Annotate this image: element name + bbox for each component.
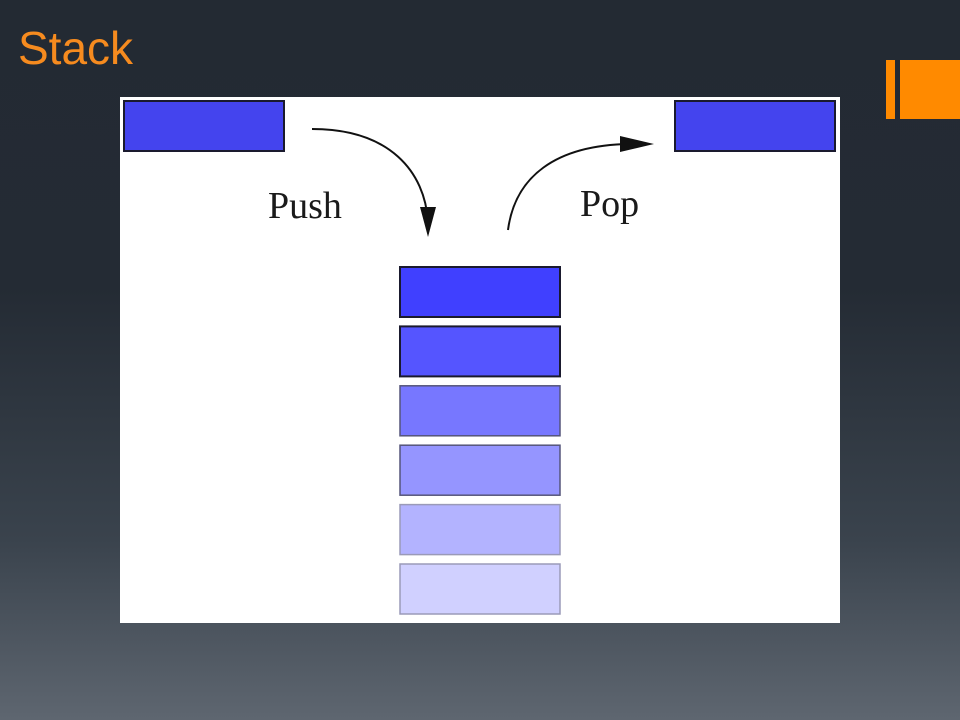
stack-element: [399, 325, 561, 378]
accent-block: [900, 60, 960, 119]
push-arrowhead: [420, 207, 436, 237]
stack-element: [399, 563, 561, 615]
stack-top-element: [399, 266, 561, 318]
pop-arrowhead: [620, 136, 654, 152]
slide-title: Stack: [18, 22, 134, 74]
accent-bar: [886, 60, 895, 119]
stack-element: [399, 444, 561, 496]
outgoing-element: [674, 100, 836, 152]
pop-label: Pop: [580, 183, 639, 225]
accent-decoration: [886, 60, 960, 120]
push-label: Push: [268, 185, 342, 227]
stack-element: [399, 385, 561, 437]
incoming-element: [123, 100, 285, 152]
stack-diagram-svg: Push Pop: [123, 100, 836, 615]
push-arrow: [311, 128, 429, 223]
stack: [399, 266, 561, 615]
pop-arrow: [507, 143, 631, 231]
stack-diagram: Push Pop: [120, 97, 840, 623]
stack-element: [399, 503, 561, 556]
